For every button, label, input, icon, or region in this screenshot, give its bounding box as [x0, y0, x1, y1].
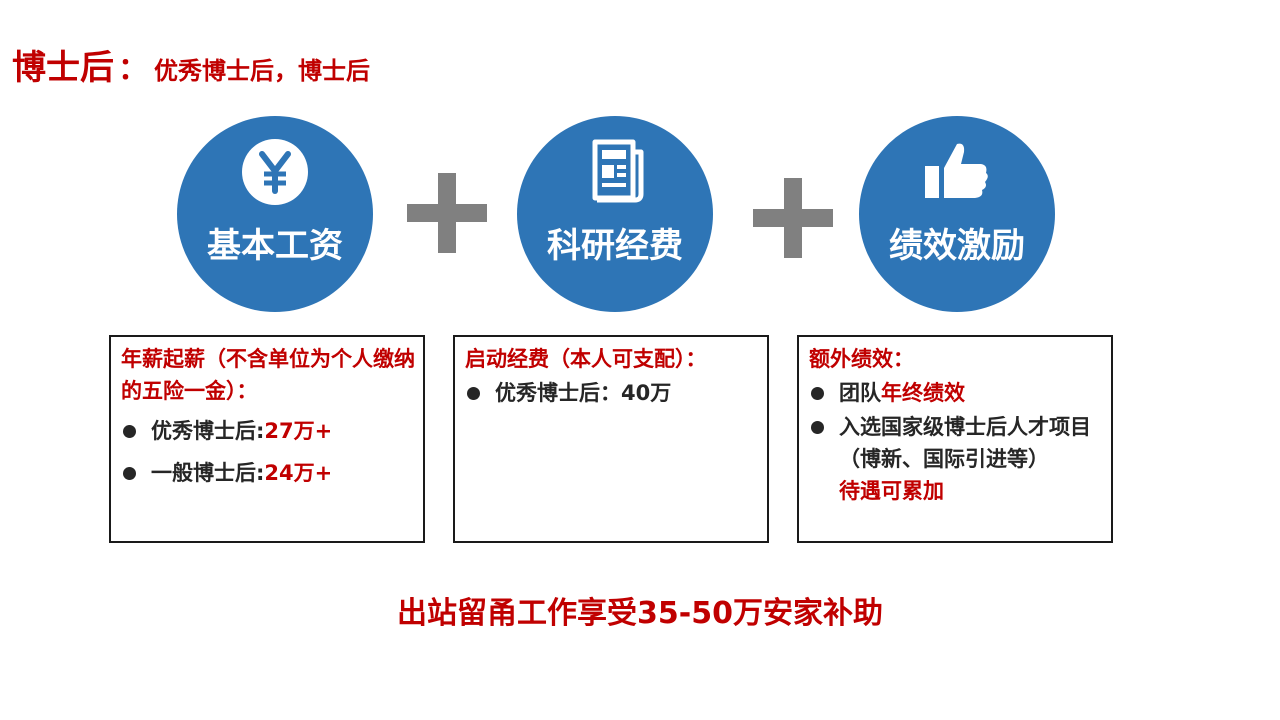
funding-item-label: 优秀博士后：40万: [495, 381, 672, 405]
bullet-icon: [811, 387, 824, 400]
title-separator: ：: [118, 52, 148, 87]
salary-item-label: 一般博士后:: [151, 461, 265, 485]
bullet-icon: [123, 467, 136, 480]
list-item: 团队年终绩效: [809, 377, 1103, 409]
bullet-icon: [123, 425, 136, 438]
performance-item1-prefix: 团队: [839, 381, 881, 405]
circle-performance-incentive: 绩效激励: [859, 116, 1055, 312]
page-title: 博士后 ： 优秀博士后，博士后: [12, 40, 370, 90]
list-item: 一般博士后:24万+: [121, 457, 415, 489]
performance-item1-highlight: 年终绩效: [881, 381, 965, 405]
newspaper-icon: [592, 139, 644, 203]
performance-item2-text: 入选国家级博士后人才项目（博新、国际引进等）: [839, 415, 1091, 471]
funding-heading: 启动经费（本人可支配）：: [465, 347, 707, 371]
performance-item2-highlight: 待遇可累加: [839, 479, 944, 503]
list-item: 入选国家级博士后人才项目（博新、国际引进等） 待遇可累加: [809, 411, 1103, 507]
title-main: 博士后: [12, 48, 114, 88]
salary-box: 年薪起薪（不含单位为个人缴纳的五险一金）： 优秀博士后:27万+ 一般博士后:2…: [109, 335, 425, 543]
circle-research-funding: 科研经费: [517, 116, 713, 312]
circle-label-performance-incentive: 绩效激励: [889, 226, 1025, 266]
list-item: 优秀博士后：40万: [465, 377, 759, 409]
circle-label-base-salary: 基本工资: [207, 226, 343, 266]
salary-item-value: 27万+: [264, 419, 333, 443]
funding-box: 启动经费（本人可支配）： 优秀博士后：40万: [453, 335, 769, 543]
list-item: 优秀博士后:27万+: [121, 415, 415, 447]
circle-base-salary: 基本工资: [177, 116, 373, 312]
bullet-icon: [811, 421, 824, 434]
bullet-icon: [467, 387, 480, 400]
salary-heading: 年薪起薪（不含单位为个人缴纳的五险一金）：: [121, 347, 415, 403]
performance-box: 额外绩效： 团队年终绩效 入选国家级博士后人才项目（博新、国际引进等） 待遇可累…: [797, 335, 1113, 543]
salary-item-label: 优秀博士后:: [151, 419, 265, 443]
plus-icon: [407, 173, 487, 253]
title-subtitle: 优秀博士后，博士后: [154, 57, 370, 85]
circle-label-research-funding: 科研经费: [547, 226, 683, 266]
performance-heading: 额外绩效：: [809, 347, 914, 371]
thumbs-up-icon: [925, 143, 988, 198]
salary-item-value: 24万+: [264, 461, 333, 485]
footer-note: 出站留甬工作享受35-50万安家补助: [397, 596, 883, 631]
plus-icon: [753, 178, 833, 258]
yen-icon: [242, 139, 308, 205]
